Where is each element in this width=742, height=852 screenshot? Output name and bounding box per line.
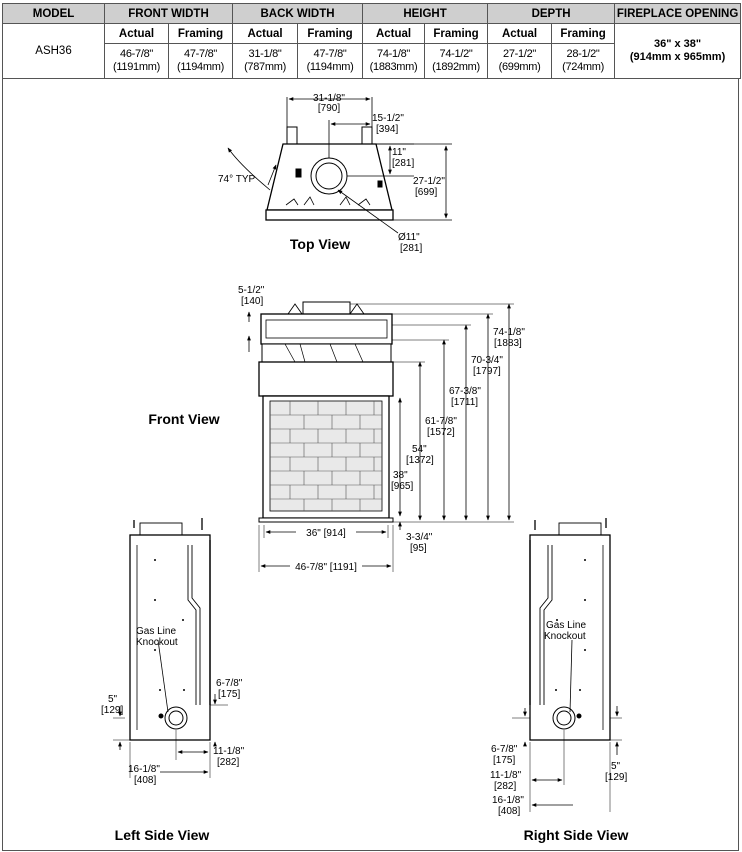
dim-label: 70-3/4": [471, 355, 503, 366]
dim-label: 36" [914]: [306, 528, 346, 539]
dim-label: [175]: [218, 689, 240, 700]
dim-label: [408]: [134, 775, 156, 786]
cell-model: ASH36: [2, 23, 105, 79]
dim-label: 11-1/8": [490, 770, 522, 781]
dim-label: 74° TYP: [218, 174, 255, 185]
dim-label: [129]: [605, 772, 627, 783]
gas-line-label: Gas Line: [136, 626, 176, 637]
cell-fireplace-opening: 36" x 38" (914mm x 965mm): [614, 23, 742, 79]
dim-label: [281]: [392, 158, 414, 169]
gas-line-label: Knockout: [544, 631, 586, 642]
dim-label: [1797]: [473, 366, 501, 377]
cell-back-width-actual: 31-1/8"(787mm): [232, 43, 299, 79]
front-view: [247, 301, 514, 572]
header-depth: DEPTH: [487, 3, 616, 24]
dim-label: 15-1/2": [372, 113, 404, 124]
top-view-label: Top View: [290, 236, 350, 252]
dim-label: 31-1/8": [313, 93, 345, 104]
dim-label: [965]: [391, 481, 413, 492]
dim-label: [1572]: [427, 427, 455, 438]
gas-line-label: Gas Line: [546, 620, 586, 631]
dim-label: 5": [108, 694, 118, 705]
left-side-view-label: Left Side View: [115, 827, 210, 843]
dim-label: [408]: [498, 806, 520, 817]
dim-label: 27-1/2": [413, 176, 445, 187]
cell-front-width-framing: 47-7/8"(1194mm): [167, 43, 234, 79]
gas-knockout-circle: [164, 706, 188, 730]
dim-label: 16-1/8": [492, 795, 524, 806]
front-view-label: Front View: [148, 411, 219, 427]
dim-label: Ø11": [398, 232, 420, 243]
dim-label: [394]: [376, 124, 398, 135]
cell-height-framing: 74-1/2"(1892mm): [424, 43, 489, 79]
right-side-view-label: Right Side View: [524, 827, 629, 843]
dim-label: [175]: [493, 755, 515, 766]
dim-label: 11": [392, 147, 406, 158]
dim-label: 5": [611, 761, 621, 772]
dim-label: 3-3/4": [406, 532, 433, 543]
spec-table: MODEL FRONT WIDTH BACK WIDTH HEIGHT DEPT…: [2, 3, 742, 79]
top-view-labels: 31-1/8" [790] 15-1/2" [394] 11" [281] 27…: [218, 93, 445, 254]
dim-label: [1711]: [451, 397, 478, 408]
dim-label: [281]: [400, 243, 422, 254]
dim-label: 54": [412, 444, 427, 455]
cell-depth-framing: 28-1/2"(724mm): [551, 43, 616, 79]
dim-label: [129]: [101, 705, 123, 716]
cell-height-actual: 74-1/8"(1883mm): [362, 43, 426, 79]
header-back-width: BACK WIDTH: [232, 3, 364, 24]
header-front-width: FRONT WIDTH: [103, 3, 234, 24]
right-side-view-labels: Gas Line Knockout 6-7/8" [175] 5" [129] …: [490, 620, 628, 843]
firebox-opening: [269, 400, 383, 512]
dim-label: [140]: [241, 296, 263, 307]
dim-label: 61-7/8": [425, 416, 457, 427]
front-view-labels: 5-1/2" [140] 74-1/8" [1883] 70-3/4" [179…: [148, 285, 525, 573]
dim-label: 38": [393, 470, 408, 481]
gas-line-label: Knockout: [136, 637, 178, 648]
dim-label: 6-7/8": [216, 678, 243, 689]
dim-label: [1883]: [494, 338, 522, 349]
dim-label: [1372]: [406, 455, 434, 466]
top-view: [227, 97, 452, 234]
header-model: MODEL: [2, 3, 105, 24]
dim-label: 5-1/2": [238, 285, 265, 296]
cell-back-width-framing: 47-7/8"(1194mm): [297, 43, 364, 79]
gas-knockout-circle: [552, 706, 576, 730]
dim-label: [699]: [415, 187, 437, 198]
right-side-view: [512, 518, 622, 812]
subheader-actual: Actual: [232, 23, 299, 44]
header-fireplace-opening: FIREPLACE OPENING: [614, 3, 742, 24]
left-side-view-labels: Gas Line Knockout 6-7/8" [175] 5" [129] …: [101, 626, 245, 843]
dim-label: [95]: [410, 543, 427, 554]
dim-label: 67-3/8": [449, 386, 481, 397]
dim-label: 6-7/8": [491, 744, 518, 755]
dim-label: 16-1/8": [128, 764, 160, 775]
subheader-framing: Framing: [551, 23, 616, 44]
dim-label: 46-7/8" [1191]: [295, 562, 357, 573]
cell-front-width-actual: 46-7/8"(1191mm): [104, 43, 169, 79]
dim-label: [282]: [217, 757, 239, 768]
cell-depth-actual: 27-1/2"(699mm): [487, 43, 553, 79]
dim-label: [282]: [494, 781, 516, 792]
dim-label: 11-1/8": [213, 746, 245, 757]
dim-label: 74-1/8": [493, 327, 525, 338]
dim-label: [790]: [318, 103, 340, 114]
drawing-frame: [2, 79, 739, 851]
left-side-view: [113, 518, 228, 778]
